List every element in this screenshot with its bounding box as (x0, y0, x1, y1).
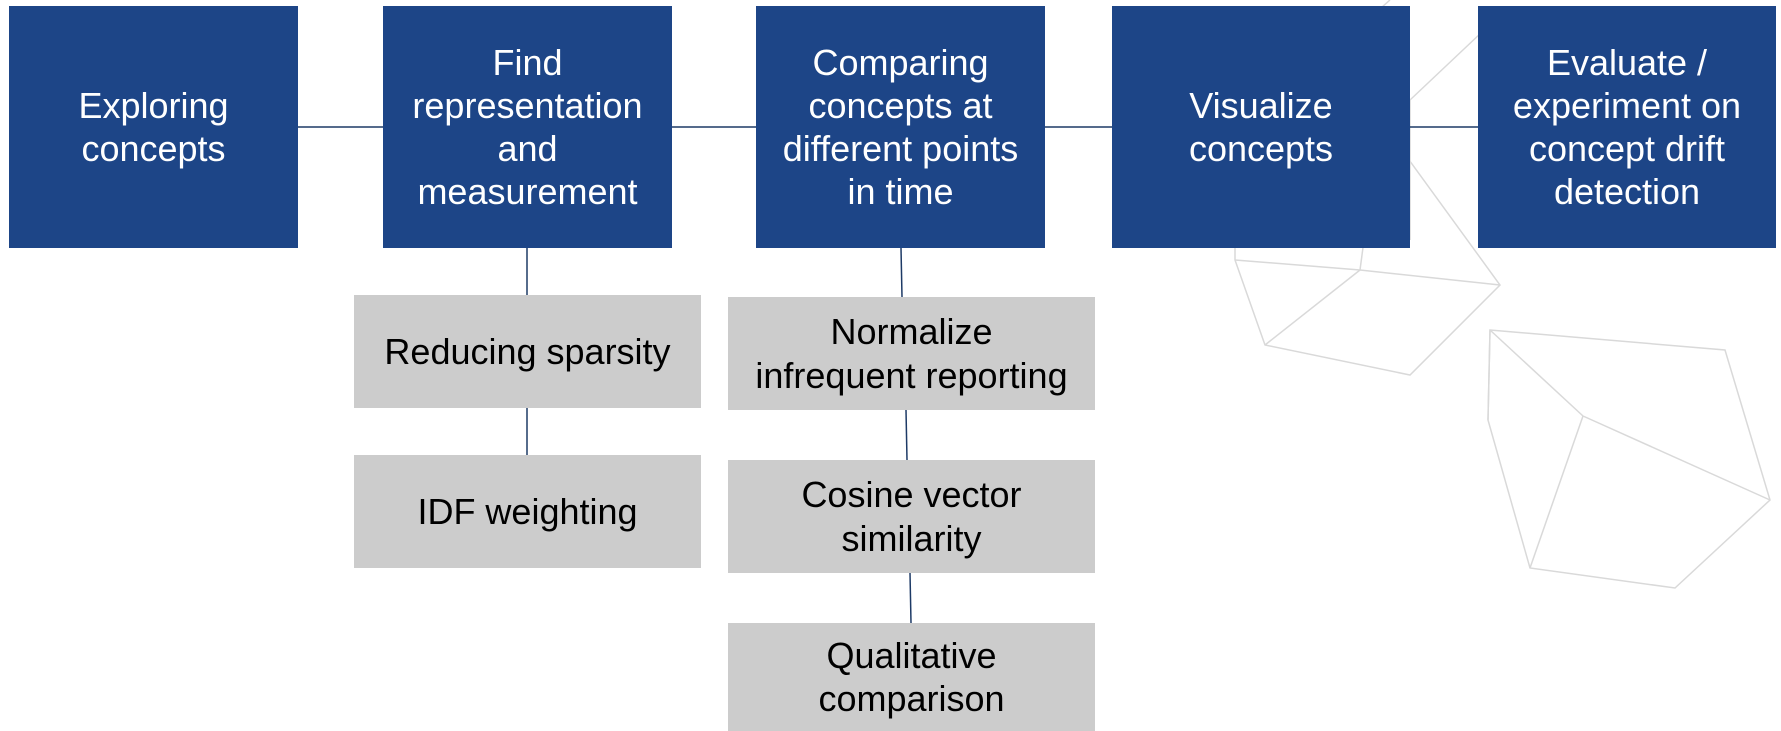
cube-edge (1582, 415, 1771, 501)
step-label: Find representation and measurement (412, 41, 643, 213)
cube-edge (1487, 329, 1491, 421)
connector-cosine-to-qualitative (909, 572, 912, 624)
step-comparing-concepts: Comparing concepts at different points i… (756, 6, 1045, 248)
substep-qualitative-comparison: Qualitative comparison (728, 623, 1095, 731)
substep-normalize-reporting: Normalize infrequent reporting (728, 297, 1095, 410)
cube-edge (1234, 259, 1361, 271)
step-find-representation: Find representation and measurement (383, 6, 672, 248)
step-label: Comparing concepts at different points i… (782, 41, 1019, 213)
cube-edge (1489, 329, 1584, 417)
step-label: Evaluate / experiment on concept drift d… (1512, 41, 1742, 213)
substep-label: IDF weighting (417, 490, 638, 532)
cube-edge (1359, 269, 1501, 286)
step-visualize-concepts: Visualize concepts (1112, 6, 1410, 248)
step-label: Visualize concepts (1188, 84, 1334, 169)
substep-label: Reducing sparsity (384, 330, 671, 372)
substep-label: Qualitative comparison (818, 634, 1005, 719)
substep-cosine-similarity: Cosine vector similarity (728, 460, 1095, 573)
step-label: Exploring concepts (78, 84, 229, 169)
substep-label: Normalize infrequent reporting (755, 311, 1068, 396)
step-exploring-concepts: Exploring concepts (9, 6, 298, 248)
cube-edge (1264, 269, 1361, 346)
connector-normalize-to-cosine (905, 409, 908, 461)
substep-reducing-sparsity: Reducing sparsity (354, 295, 701, 408)
connector-comparing-to-normalize (900, 247, 903, 298)
substep-idf-weighting: IDF weighting (354, 455, 701, 568)
substep-label: Cosine vector similarity (801, 474, 1022, 559)
cube-edge (1529, 415, 1584, 569)
step-evaluate-drift-detection: Evaluate / experiment on concept drift d… (1478, 6, 1776, 248)
